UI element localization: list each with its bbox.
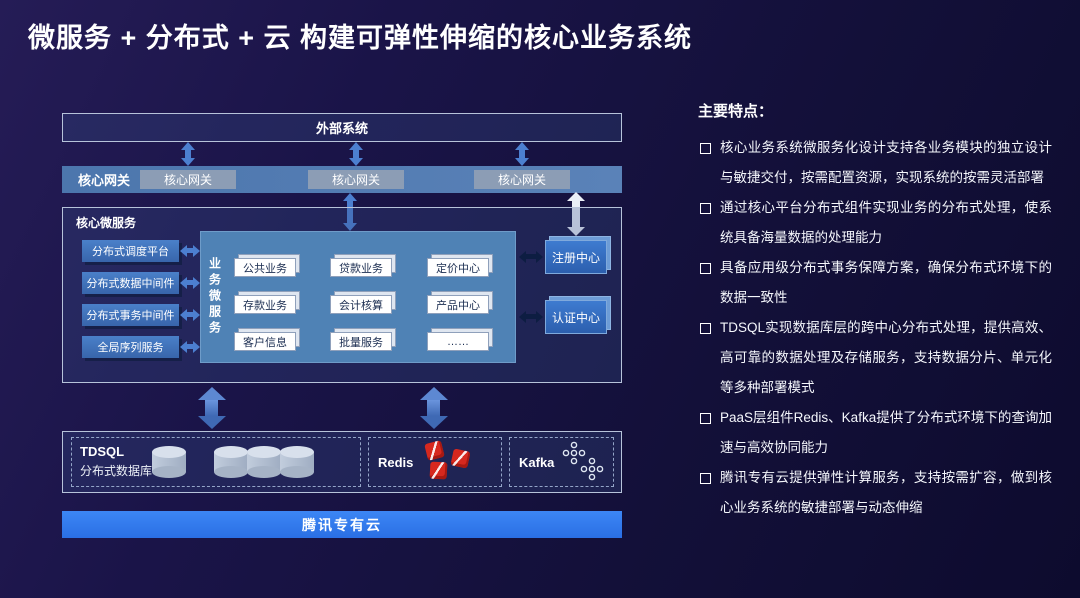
service-card: 定价中心 [427, 258, 489, 277]
feature-item: 具备应用级分布式事务保障方案，确保分布式环境下的数据一致性 [698, 253, 1052, 313]
double-arrow-horizontal-icon [187, 312, 193, 317]
feature-item: TDSQL实现数据库层的跨中心分布式处理，提供高效、高可靠的数据处理及存储服务，… [698, 313, 1052, 403]
service-card: 批量服务 [330, 332, 392, 351]
gateway-node: 核心网关 [308, 170, 404, 189]
tdsql-desc: 分布式数据库 [80, 464, 153, 478]
thick-double-arrow-icon [427, 400, 440, 416]
feature-item: 腾讯专有云提供弹性计算服务，支持按需扩容，做到核心业务系统的敏捷部署与动态伸缩 [698, 463, 1052, 523]
feature-item: 核心业务系统微服务化设计支持各业务模块的独立设计与敏捷交付，按需配置资源，实现系… [698, 133, 1052, 193]
feature-item: 通过核心平台分布式组件实现业务的分布式处理，使系统具备海量数据的处理能力 [698, 193, 1052, 253]
tencent-cloud-bar: 腾讯专有云 [62, 511, 622, 538]
kafka-label: Kafka [519, 455, 555, 470]
redis-label: Redis [378, 455, 414, 470]
external-system-box: 外部系统 [62, 113, 622, 142]
business-microservices-label: 业务微服务 [207, 257, 222, 337]
database-cylinder-icon [152, 446, 186, 478]
kafka-section [509, 437, 614, 487]
double-arrow-horizontal-icon [187, 248, 193, 253]
page-title: 微服务 + 分布式 + 云 构建可弹性伸缩的核心业务系统 [28, 23, 693, 53]
bullet-square-icon [700, 473, 711, 484]
feature-text: 腾讯专有云提供弹性计算服务，支持按需扩容，做到核心业务系统的敏捷部署与动态伸缩 [720, 470, 1052, 515]
feature-text: PaaS层组件Redis、Kafka提供了分布式环境下的查询加速与高效协同能力 [720, 410, 1052, 455]
double-arrow-horizontal-icon [187, 280, 193, 285]
database-cylinder-icon [214, 446, 248, 478]
double-arrow-horizontal-icon [187, 344, 193, 349]
service-card: 存款业务 [234, 295, 296, 314]
service-card: 公共业务 [234, 258, 296, 277]
redis-cube-icon [450, 448, 471, 469]
features-heading: 主要特点： [698, 103, 774, 120]
bullet-square-icon [700, 323, 711, 334]
bullet-square-icon [700, 143, 711, 154]
auth-center-node: 认证中心 [545, 300, 607, 334]
double-arrow-vertical-icon [347, 201, 353, 223]
database-cylinder-icon [280, 446, 314, 478]
bullet-square-icon [700, 413, 711, 424]
core-microservices-label: 核心微服务 [76, 216, 137, 230]
bullet-square-icon [700, 203, 711, 214]
external-system-label: 外部系统 [315, 121, 368, 136]
service-card: 会计核算 [330, 295, 392, 314]
service-card: 客户信息 [234, 332, 296, 351]
features-panel: 主要特点： 核心业务系统微服务化设计支持各业务模块的独立设计与敏捷交付，按需配置… [698, 100, 1052, 523]
middleware-node: 分布式调度平台 [82, 240, 179, 262]
service-card: 产品中心 [427, 295, 489, 314]
tencent-cloud-label: 腾讯专有云 [302, 516, 382, 533]
database-cylinder-icon [247, 446, 281, 478]
tdsql-section [71, 437, 361, 487]
feature-item: PaaS层组件Redis、Kafka提供了分布式环境下的查询加速与高效协同能力 [698, 403, 1052, 463]
bullet-square-icon [700, 263, 711, 274]
double-arrow-vertical-white-icon [572, 201, 580, 227]
middleware-node: 分布式数据中间件 [82, 272, 179, 294]
feature-text: 核心业务系统微服务化设计支持各业务模块的独立设计与敏捷交付，按需配置资源，实现系… [720, 140, 1052, 185]
gateway-node: 核心网关 [140, 170, 236, 189]
feature-text: 通过核心平台分布式组件实现业务的分布式处理，使系统具备海量数据的处理能力 [720, 200, 1052, 245]
feature-text: 具备应用级分布式事务保障方案，确保分布式环境下的数据一致性 [720, 260, 1052, 305]
gateway-node: 核心网关 [474, 170, 570, 189]
feature-text: TDSQL实现数据库层的跨中心分布式处理，提供高效、高可靠的数据处理及存储服务，… [720, 320, 1052, 395]
redis-section [368, 437, 502, 487]
double-arrow-horizontal-dark-icon [526, 254, 536, 259]
gateway-bar-label: 核心网关 [78, 173, 131, 188]
kafka-cluster-icon [562, 441, 604, 481]
tdsql-label: TDSQL [80, 444, 125, 459]
service-card: …… [427, 332, 489, 351]
middleware-node: 分布式事务中间件 [82, 304, 179, 326]
double-arrow-vertical-icon [185, 150, 191, 158]
thick-double-arrow-icon [205, 400, 218, 416]
double-arrow-vertical-icon [519, 150, 525, 158]
double-arrow-vertical-icon [353, 150, 359, 158]
service-card: 贷款业务 [330, 258, 392, 277]
registry-center-node: 注册中心 [545, 240, 607, 274]
double-arrow-horizontal-dark-icon [526, 314, 536, 319]
redis-cube-icon [429, 461, 448, 480]
middleware-node: 全局序列服务 [82, 336, 179, 358]
